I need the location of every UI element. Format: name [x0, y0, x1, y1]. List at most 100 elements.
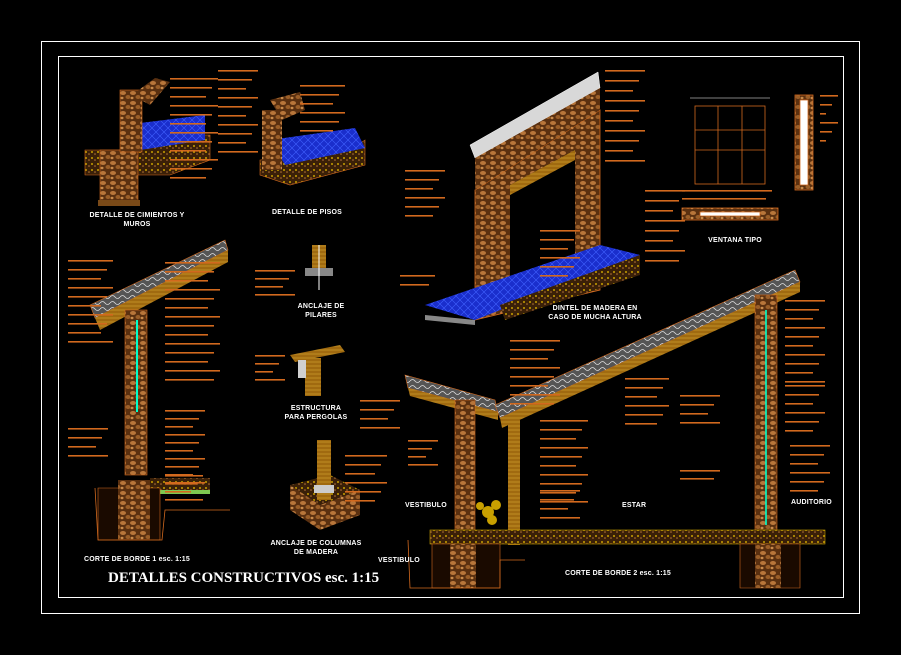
annotation-note-line: [790, 463, 818, 465]
annotation-note-line: [785, 372, 813, 374]
annotation-note-line: [68, 287, 113, 289]
annotation-note-line: [345, 491, 381, 493]
annotation-note-line: [785, 309, 819, 311]
annotation-note-line: [165, 482, 205, 484]
annotation-note-line: [165, 370, 220, 372]
drawing-title: DETALLES CONSTRUCTIVOS esc. 1:15: [108, 570, 380, 586]
annotation-note-line: [165, 343, 220, 345]
annotation-note-line: [165, 325, 214, 327]
annotation-note-line: [790, 445, 830, 447]
annotation-note-line: [300, 130, 333, 132]
annotation-note-line: [360, 418, 388, 420]
label-auditorio: AUDITORIO: [791, 499, 832, 506]
annotation-note-line: [680, 478, 714, 480]
annotation-note-line: [540, 230, 580, 232]
annotation-note-line: [605, 110, 639, 112]
annotation-note-line: [540, 517, 580, 519]
annotation-note-line: [400, 275, 435, 277]
annotation-note-line: [605, 90, 633, 92]
annotation-note-line: [605, 100, 645, 102]
annotation-note-line: [680, 413, 708, 415]
annotation-note-line: [405, 170, 445, 172]
annotation-note-line: [540, 474, 588, 476]
annotation-note-line: [785, 363, 819, 365]
annotation-note-line: [680, 422, 720, 424]
annotation-note-line: [165, 280, 208, 282]
annotation-note-line: [540, 490, 580, 492]
annotation-note-line: [170, 96, 206, 98]
detail-pergolas: [290, 345, 345, 396]
annotation-note-line: [625, 405, 669, 407]
annotation-note-line: [605, 70, 645, 72]
annotation-note-line: [170, 141, 212, 143]
annotation-note-line: [218, 142, 246, 144]
annotation-note-line: [408, 464, 438, 466]
annotation-note-line: [218, 70, 258, 72]
label-corte-2: CORTE DE BORDE 2 esc. 1:15: [565, 570, 671, 577]
annotation-note-line: [540, 456, 582, 458]
annotation-note-line: [820, 140, 826, 142]
annotation-note-line: [785, 385, 825, 387]
annotation-note-line: [785, 300, 825, 302]
annotation-note-line: [255, 294, 295, 296]
annotation-note-line: [300, 85, 345, 87]
annotation-note-line: [300, 94, 339, 96]
annotation-note-line: [255, 270, 295, 272]
annotation-note-line: [165, 316, 220, 318]
annotation-note-line: [405, 188, 433, 190]
annotation-note-line: [408, 440, 438, 442]
annotation-note-line: [345, 500, 375, 502]
annotation-note-line: [785, 336, 819, 338]
label-ventana: VENTANA TIPO: [708, 237, 762, 244]
annotation-note-line: [510, 358, 548, 360]
annotation-note-line: [360, 409, 394, 411]
annotation-note-line: [605, 140, 639, 142]
annotation-note-line: [625, 387, 663, 389]
annotation-note-line: [68, 455, 108, 457]
annotation-note-line: [218, 115, 246, 117]
detail-ventana: [681, 94, 814, 221]
annotation-note-line: [400, 284, 429, 286]
drawing-border-outer: [41, 41, 860, 614]
annotation-note-line: [540, 429, 582, 431]
annotation-note-line: [540, 508, 568, 510]
annotation-note-line: [165, 450, 193, 452]
annotation-note-line: [68, 341, 113, 343]
annotation-note-line: [820, 95, 838, 97]
annotation-note-line: [165, 426, 193, 428]
drawing-border-inner: [58, 56, 844, 598]
annotation-note-line: [785, 318, 813, 320]
annotation-note-line: [785, 430, 813, 432]
annotation-note-line: [790, 454, 824, 456]
annotation-note-line: [165, 361, 208, 363]
annotation-note-line: [170, 105, 218, 107]
annotation-note-line: [165, 334, 208, 336]
annotation-note-line: [510, 394, 560, 396]
annotation-note-line: [408, 456, 426, 458]
annotation-note-line: [68, 332, 101, 334]
annotation-note-line: [625, 378, 669, 380]
annotation-note-line: [170, 123, 206, 125]
annotation-note-line: [820, 104, 832, 106]
annotation-note-line: [510, 367, 560, 369]
annotation-note-line: [170, 78, 218, 80]
annotation-note-line: [540, 239, 574, 241]
annotation-note-line: [218, 88, 246, 90]
annotation-note-line: [218, 97, 258, 99]
annotation-note-line: [68, 314, 113, 316]
annotation-note-line: [68, 296, 107, 298]
annotation-note-line: [165, 298, 214, 300]
annotation-note-line: [360, 400, 400, 402]
annotation-note-line: [170, 87, 212, 89]
detail-anclaje-pilares: [305, 245, 333, 290]
annotation-note-line: [165, 352, 214, 354]
annotation-note-line: [68, 260, 113, 262]
annotation-note-line: [680, 404, 714, 406]
annotation-note-line: [68, 323, 107, 325]
annotation-note-line: [165, 379, 214, 381]
annotation-note-line: [540, 492, 576, 494]
annotation-note-line: [645, 210, 673, 212]
annotation-note-line: [218, 106, 252, 108]
annotation-note-line: [165, 271, 214, 273]
